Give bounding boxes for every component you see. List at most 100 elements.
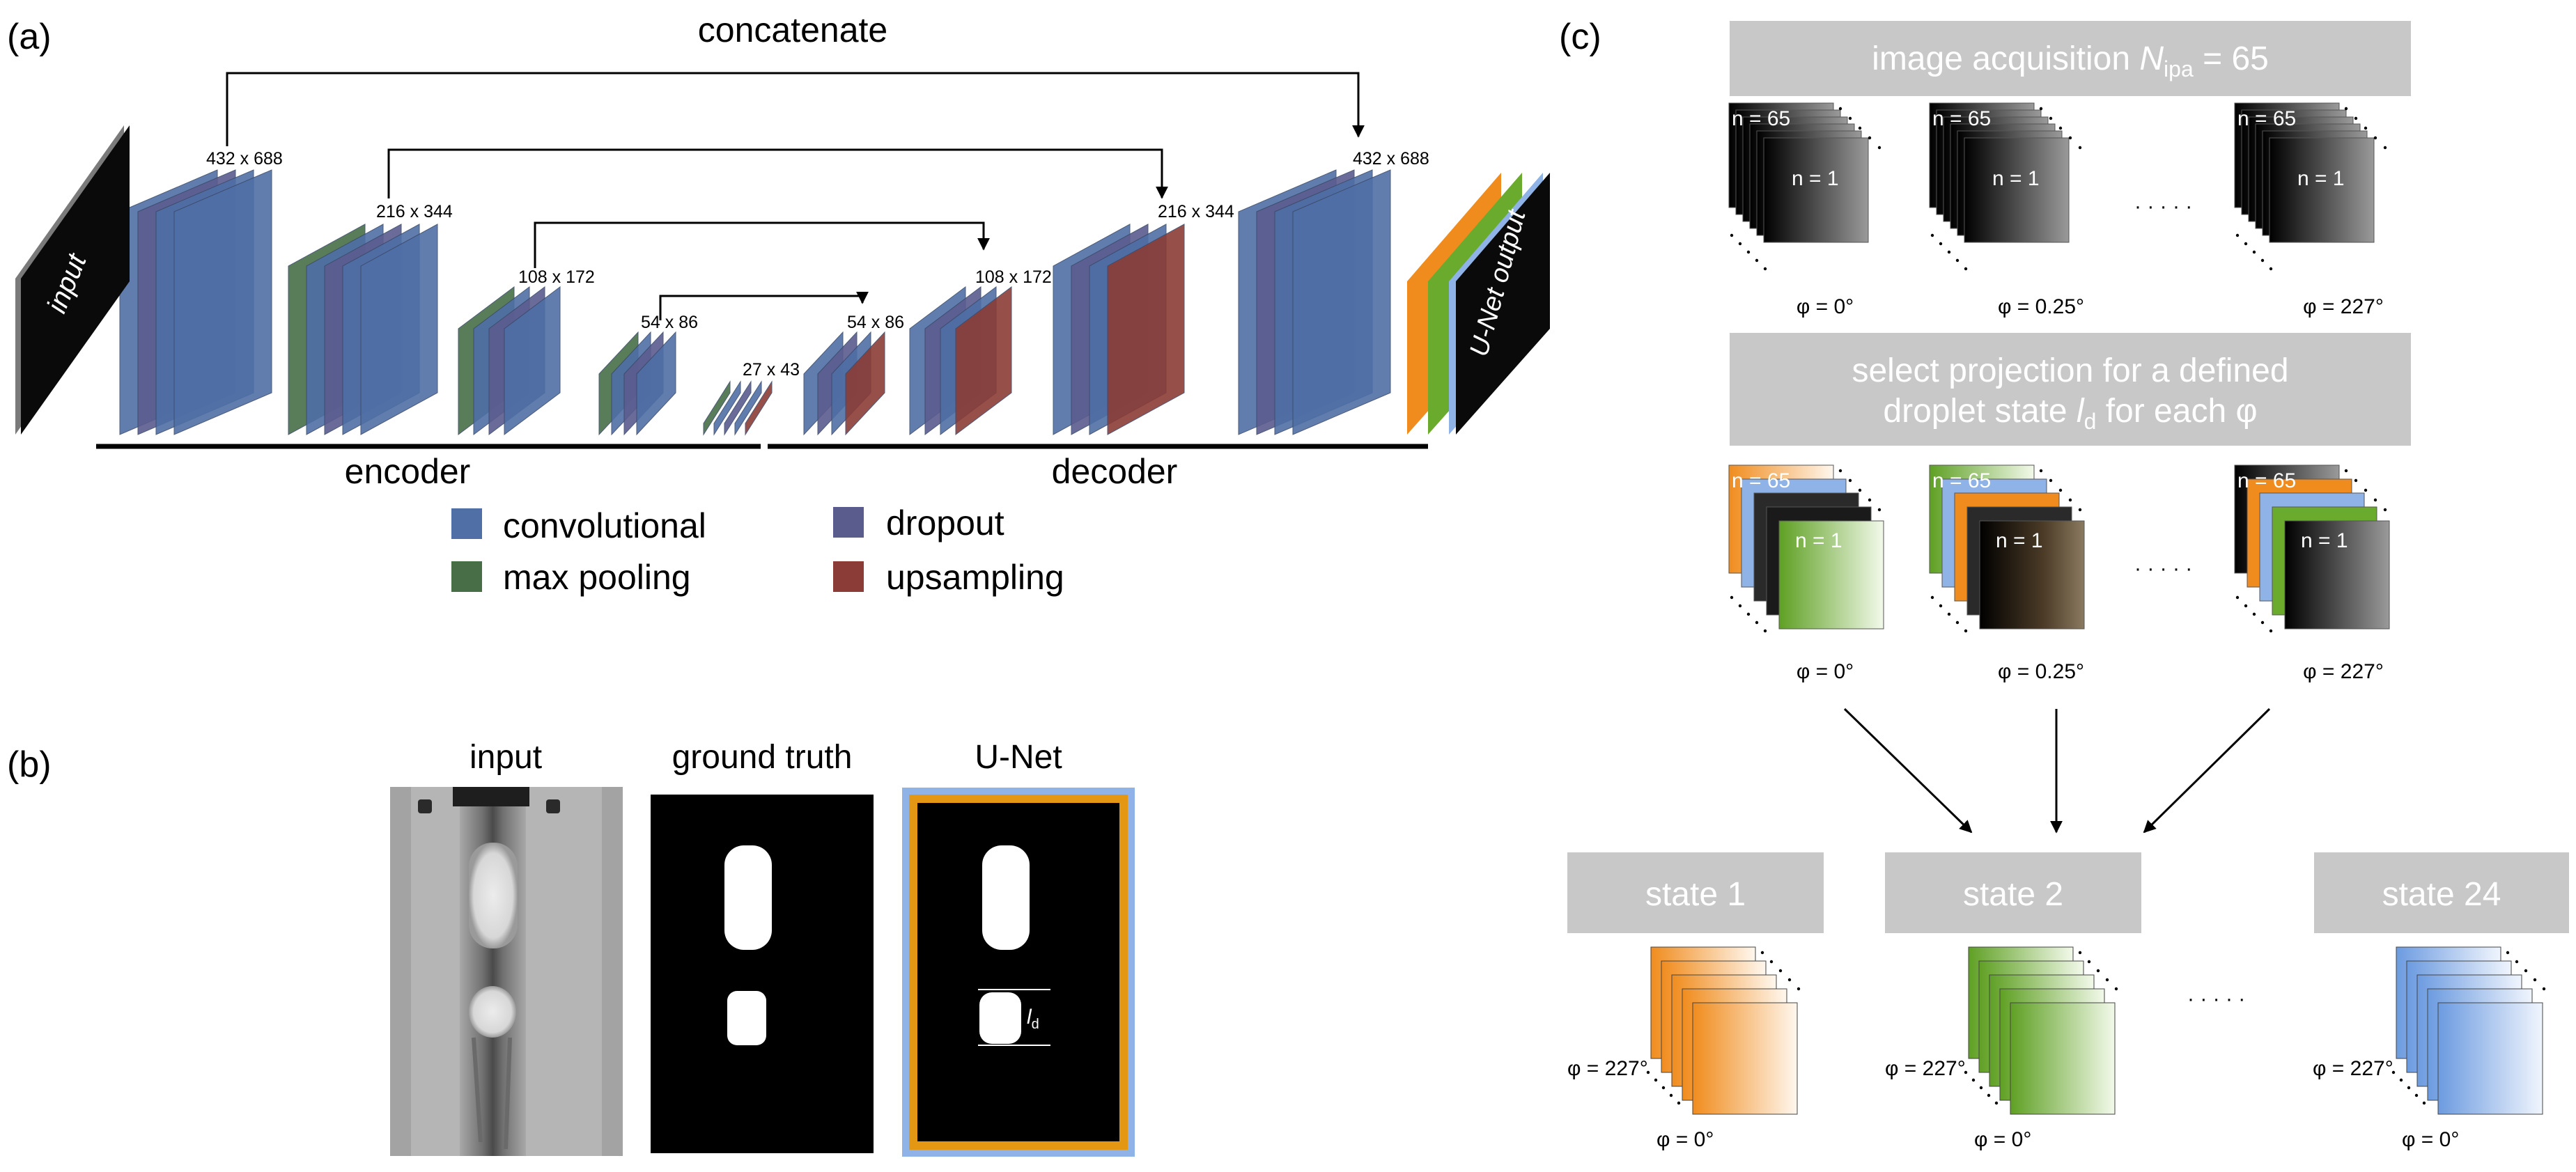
ellipsis-dot [1746,612,1751,616]
legend-swatch-upsampling [833,561,864,592]
state-boxes: state 1 state 2 state 24 [1567,852,2569,933]
xray-input-image [390,787,623,1156]
layer-slab-upsampling [955,286,1012,435]
ellipsis-dot [1763,629,1767,633]
layer-group-9 [1238,169,1391,435]
projection-frame [1979,520,2085,630]
panel-b-unet-title: U-Net [975,739,1062,776]
ellipsis-dot [2364,488,2368,492]
output-slab: U-Net output [1407,173,1550,435]
ellipsis-dot [1769,960,1774,964]
legend-pool-label: max pooling [503,558,691,597]
ellipsis-dot [2422,1101,2426,1105]
ellipsis-dot [1877,508,1881,512]
state-stack-24: φ = 227°φ = 0° [2313,946,2546,1151]
state-frame [1692,1002,1798,1115]
dimension-labels: 432 x 688 216 x 344 108 x 172 54 x 86 27… [206,149,1429,380]
ellipsis-dot [2354,478,2358,483]
ellipsis-dot [1778,969,1783,973]
ellipsis-dot [2096,969,2100,973]
dim-e2: 216 x 344 [376,202,453,221]
ellipsis-dot [1947,250,1951,254]
ellipsis-dot [1848,116,1852,120]
ellipsis-dot [1939,242,1943,246]
layer-group-7 [909,286,1012,435]
legend: convolutional max pooling dropout upsamp… [451,503,1064,597]
ellipsis-dot [2244,604,2248,608]
acquisition-stack-2: n = 65 n = 1 [1929,102,2082,271]
n-bottom-label: n = 1 [1992,167,2040,190]
state-1-label: state 1 [1645,876,1746,913]
state-phi-bottom: φ = 0° [1656,1128,1714,1151]
ellipsis-dot [1858,488,1862,492]
ellipsis-dot [2068,498,2072,502]
state-phi-bottom: φ = 0° [1974,1128,2031,1151]
ellipsis-dot [2078,508,2082,512]
dim-e3: 108 x 172 [518,267,595,287]
state-2-label: state 2 [1963,876,2063,913]
projection-frame [1964,137,2070,243]
decoder-label: decoder [1052,452,1178,491]
selected-stack-2: n = 65n = 1 [1929,464,2085,633]
state-phi-bottom: φ = 0° [2402,1128,2459,1151]
ellipsis-dot [1763,267,1767,271]
stack-ellipsis-top: · · · · · [2134,195,2192,218]
select-line-2: droplet state ld for each φ [1883,393,2257,434]
select-projection-box [1730,333,2411,446]
layer-slab-pool [703,380,731,436]
ellipsis-dot [2260,258,2265,263]
ellipsis-dot [1877,146,1881,150]
ellipsis-dot [2533,978,2537,982]
ellipsis-dot [1755,258,1759,263]
ellipsis-dot [2068,136,2072,140]
layer-slab-conv [504,286,561,435]
n-top-label: n = 65 [1932,107,1991,130]
ellipsis-dot [2383,146,2387,150]
ellipsis-dot [1738,604,1742,608]
ellipsis-dot [2364,126,2368,130]
state-stacks: φ = 227°φ = 0°φ = 227°φ = 0°φ = 227°φ = … [1567,946,2546,1151]
projection-frame [1763,137,1869,243]
ellipsis-dot [2515,960,2519,964]
angle-label-top-2: φ = 227° [2303,295,2384,318]
ellipsis-dot [1987,1093,1991,1097]
state-24-label: state 24 [2382,876,2501,913]
legend-upsampling-label: upsampling [886,558,1064,597]
ellipsis-dot [1979,1086,1983,1090]
ellipsis-dot [2058,488,2063,492]
projection-frame [1778,520,1884,630]
ellipsis-dot [1738,242,1742,246]
panel-b-label: (b) [7,744,52,785]
layer-group-6 [803,331,885,436]
ellipsis-dot [2269,267,2273,271]
ellipsis-dot [1838,107,1842,111]
state-frame [2437,1002,2543,1115]
ellipsis-dot [1868,136,1872,140]
ellipsis-dot [1964,267,1968,271]
layer-group-4 [598,331,676,436]
ground-truth-image [651,795,874,1153]
angle-label-mid-2: φ = 227° [2303,660,2384,683]
ellipsis-dot [1930,595,1934,600]
ellipsis-dot [2078,951,2082,955]
layer-slab-conv [636,331,676,436]
arrow-right [2143,708,2271,834]
arrow-left [1843,708,1973,834]
skip-connection-4 [659,291,869,320]
dim-d4: 54 x 86 [847,313,904,332]
state-24-box [2314,852,2569,933]
state-ellipsis: · · · · · [2187,987,2245,1010]
ellipsis-dot [2506,951,2510,955]
ellipsis-dot [2078,146,2082,150]
ellipsis-dot [2383,508,2387,512]
dim-d3: 108 x 172 [975,267,1052,287]
ellipsis-dot [1848,478,1852,483]
n-top-label: n = 65 [1732,107,1790,130]
skip-connection-2 [387,148,1168,199]
layer-slab-conv [713,380,741,436]
projection-stacks: n = 65n = 1n = 65n = 1n = 65n = 1· · · ·… [1728,102,2390,683]
acquisition-stack-3: n = 65n = 1 [2234,102,2387,271]
n-top-label: n = 65 [2237,107,2296,130]
ld-annotation: ld [1027,1006,1039,1032]
legend-conv-label: convolutional [503,506,706,545]
